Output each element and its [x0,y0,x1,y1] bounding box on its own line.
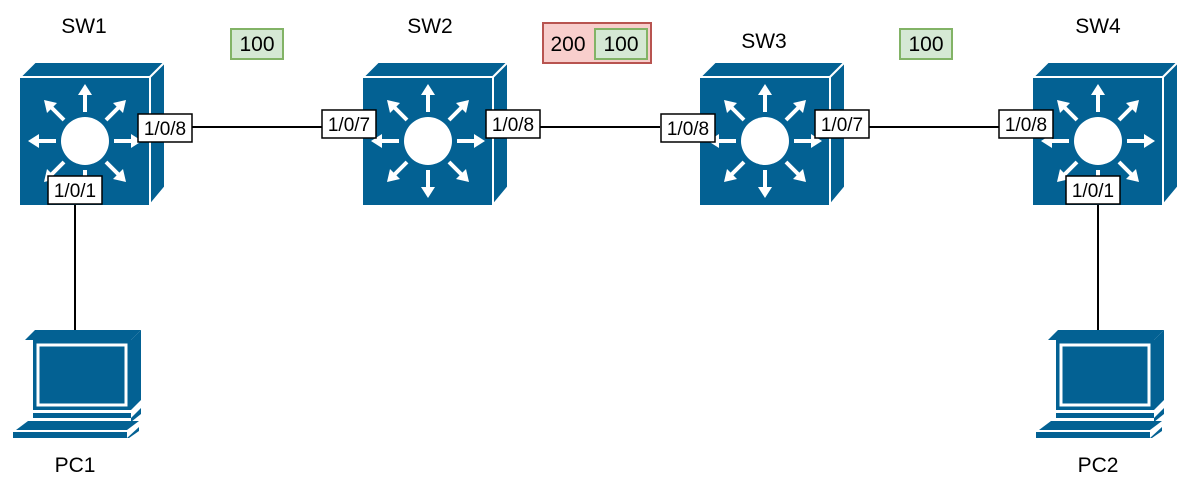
svg-text:1/0/8: 1/0/8 [1005,115,1047,136]
port-sw2-1-0-8: 1/0/8 [485,109,541,139]
port-sw3-1-0-7: 1/0/7 [814,109,870,139]
port-sw1-1-0-1: 1/0/1 [47,175,103,205]
switch-label: SW1 [61,15,107,38]
vlan-group-sw2-sw3: 200 100 [542,22,652,64]
vlan-tag-blocked: 200 [550,33,585,56]
vlan-tag-allowed: 100 [603,33,638,56]
switch-label: SW3 [741,30,787,53]
links [74,126,1099,330]
svg-text:100: 100 [908,33,943,56]
vlan-tag-sw1-sw2-allowed: 100 [230,28,284,60]
pc-pc2[interactable]: PC2 [1034,328,1166,477]
switch-sw1[interactable]: SW1 [18,15,167,207]
pc-icon [11,328,143,440]
pc-pc1[interactable]: PC1 [11,328,143,477]
pc-label: PC2 [1078,454,1119,477]
vlan-tag-sw3-sw4-allowed: 100 [899,28,953,60]
port-sw4-1-0-1: 1/0/1 [1065,175,1121,205]
switch-label: SW4 [1075,15,1121,38]
port-sw1-1-0-8: 1/0/8 [137,113,193,143]
svg-text:1/0/8: 1/0/8 [144,119,186,140]
port-sw4-1-0-8: 1/0/8 [998,109,1054,139]
pc-icon [1034,328,1166,440]
port-labels: 1/0/8 1/0/7 1/0/8 1/0/8 1/0/7 1/0/8 1/0/… [47,109,1121,205]
port-sw2-1-0-7: 1/0/7 [321,109,377,139]
svg-text:1/0/7: 1/0/7 [821,115,863,136]
svg-text:1/0/8: 1/0/8 [667,119,709,140]
vlan-tags: 100 200 100 100 [230,22,953,64]
switch-sw3[interactable]: SW3 [698,30,847,207]
svg-text:100: 100 [239,33,274,56]
port-sw3-1-0-8: 1/0/8 [660,113,716,143]
switch-label: SW2 [407,15,453,38]
svg-text:1/0/1: 1/0/1 [54,181,96,202]
pc-label: PC1 [55,454,96,477]
svg-text:1/0/7: 1/0/7 [328,115,370,136]
switch-sw2[interactable]: SW2 [361,15,510,207]
svg-text:1/0/1: 1/0/1 [1072,181,1114,202]
svg-text:1/0/8: 1/0/8 [492,115,534,136]
switch-sw4[interactable]: SW4 [1031,15,1180,207]
